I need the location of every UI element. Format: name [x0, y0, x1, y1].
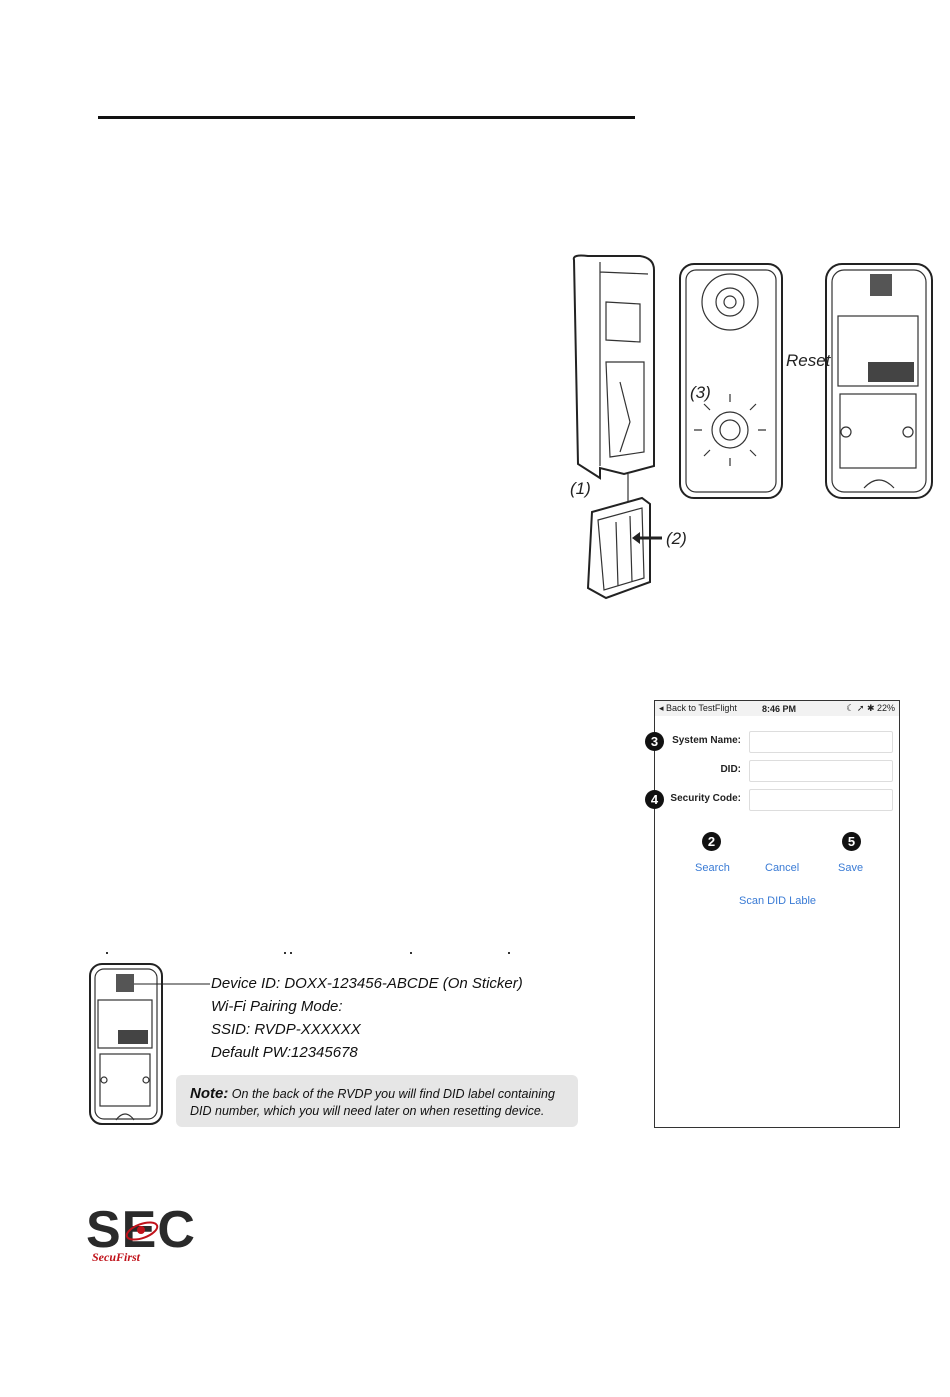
system-name-row: 3 System Name:: [645, 731, 901, 753]
did-row: DID:: [655, 760, 901, 782]
status-indicators: ☾ ➚ ✱ 22%: [846, 703, 895, 713]
illustration-label-2: (2): [666, 529, 687, 548]
illustration-label-1: (1): [570, 479, 591, 498]
did-label: DID:: [720, 764, 741, 775]
illustration-label-reset: Reset: [786, 351, 832, 370]
did-input[interactable]: [749, 760, 893, 782]
default-password-line: Default PW:12345678: [211, 1044, 358, 1061]
step-badge-4: 4: [645, 790, 664, 809]
step-badge-5: 5: [842, 832, 861, 851]
note-box: Note: On the back of the RVDP you will f…: [176, 1075, 578, 1127]
secufirst-logo-text: SecuFirst: [92, 1250, 141, 1264]
device-back-illustration: Reset: [786, 263, 933, 499]
device-back-small-illustration: [89, 963, 210, 1125]
phone-screen: ◂ Back to TestFlight 8:46 PM ☾ ➚ ✱ 22% 3…: [645, 700, 901, 1128]
security-code-row: 4 Security Code:: [645, 789, 901, 811]
illustration-label-3: (3): [690, 383, 711, 402]
device-side-illustration: (1) (2): [570, 254, 687, 600]
search-button[interactable]: Search: [695, 862, 730, 874]
save-button[interactable]: Save: [838, 862, 864, 874]
back-to-testflight-link[interactable]: ◂ Back to TestFlight: [659, 703, 737, 713]
security-code-label: Security Code:: [670, 793, 741, 804]
dotted-separator: [106, 952, 516, 956]
cancel-button[interactable]: Cancel: [765, 862, 800, 874]
note-text: Note: On the back of the RVDP you will f…: [190, 1085, 570, 1120]
wifi-pairing-line: Wi-Fi Pairing Mode:: [211, 998, 343, 1015]
ssid-line: SSID: RVDP-XXXXXX: [211, 1021, 361, 1038]
step-badge-2: 2: [702, 832, 721, 851]
device-id-line: Device ID: DOXX-123456-ABCDE (On Sticker…: [211, 975, 523, 992]
status-bar: ◂ Back to TestFlight 8:46 PM ☾ ➚ ✱ 22%: [655, 701, 899, 716]
logo-orbit-icon: [125, 1221, 159, 1241]
status-time: 8:46 PM: [761, 703, 796, 714]
note-title: Note:: [190, 1085, 229, 1102]
scan-did-label-button[interactable]: Scan DID Lable: [739, 895, 817, 907]
system-name-label: System Name:: [672, 735, 741, 746]
device-front-illustration: (3): [679, 263, 783, 499]
step-badge-3: 3: [645, 732, 664, 751]
note-body: On the back of the RVDP you will find DI…: [190, 1087, 555, 1118]
security-code-input[interactable]: [749, 789, 893, 811]
system-name-input[interactable]: [749, 731, 893, 753]
header-rule: [98, 116, 635, 119]
